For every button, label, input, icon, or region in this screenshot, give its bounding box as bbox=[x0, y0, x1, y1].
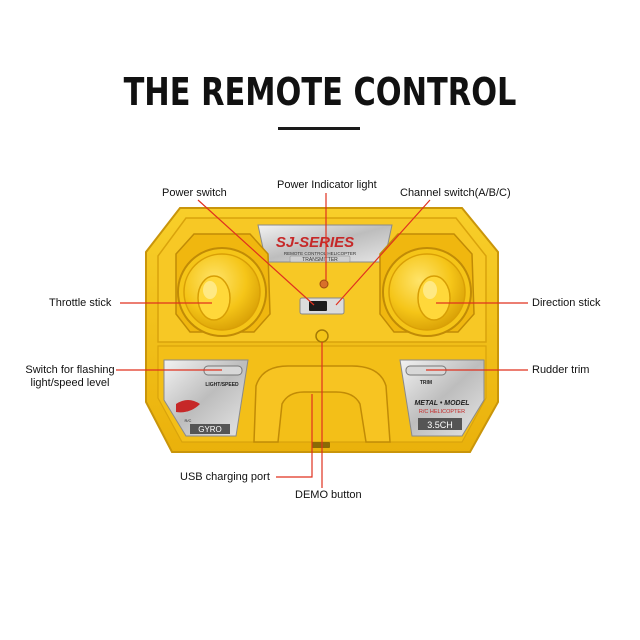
brand-subtext: REMOTE CONTROL HELICOPTER bbox=[284, 251, 357, 256]
transmitter-text: TRANSMITTER bbox=[302, 257, 338, 263]
direction-stick[interactable] bbox=[379, 233, 475, 337]
rc-heli-text: R/C HELICOPTER bbox=[419, 409, 465, 415]
power-indicator-light bbox=[319, 279, 329, 289]
brand-plate: SJ-SERIES REMOTE CONTROL HELICOPTER TRAN… bbox=[257, 224, 393, 263]
label-power-switch: Power switch bbox=[162, 187, 227, 199]
title-underline bbox=[278, 127, 360, 130]
label-rudder-trim: Rudder trim bbox=[532, 364, 590, 376]
center-grip bbox=[253, 365, 391, 443]
model-plate: TRIM METAL • MODEL R/C HELICOPTER 3.5CH bbox=[399, 359, 485, 437]
page-title: THE REMOTE CONTROL bbox=[123, 70, 517, 114]
light-speed-text: LIGHT/SPEED bbox=[205, 382, 239, 388]
logo-subtext: R/C bbox=[185, 418, 192, 423]
label-flash-switch-line1: Switch for flashing bbox=[25, 364, 115, 376]
callout-lines bbox=[116, 193, 528, 488]
channels-text: 3.5CH bbox=[427, 420, 453, 430]
throttle-stick[interactable] bbox=[175, 233, 271, 337]
gyro-plate: LIGHT/SPEED R/C GYRO bbox=[163, 359, 249, 437]
label-throttle-stick: Throttle stick bbox=[49, 297, 112, 309]
trim-text: TRIM bbox=[420, 380, 432, 386]
demo-button[interactable] bbox=[315, 329, 329, 343]
metal-model-text: METAL • MODEL bbox=[414, 400, 469, 407]
usb-charging-port bbox=[312, 442, 330, 448]
label-flash-switch-line2: light/speed level bbox=[30, 377, 110, 389]
label-usb-port: USB charging port bbox=[180, 471, 270, 483]
power-switch[interactable] bbox=[299, 297, 345, 315]
label-direction-stick: Direction stick bbox=[532, 297, 601, 309]
label-channel-switch: Channel switch(A/B/C) bbox=[400, 187, 511, 199]
gyro-text: GYRO bbox=[198, 425, 222, 434]
label-flash-switch: Switch for flashing light/speed level bbox=[24, 364, 116, 390]
label-power-indicator: Power Indicator light bbox=[277, 179, 377, 191]
brand-text: SJ-SERIES bbox=[276, 234, 354, 251]
label-demo-button: DEMO button bbox=[295, 489, 362, 501]
